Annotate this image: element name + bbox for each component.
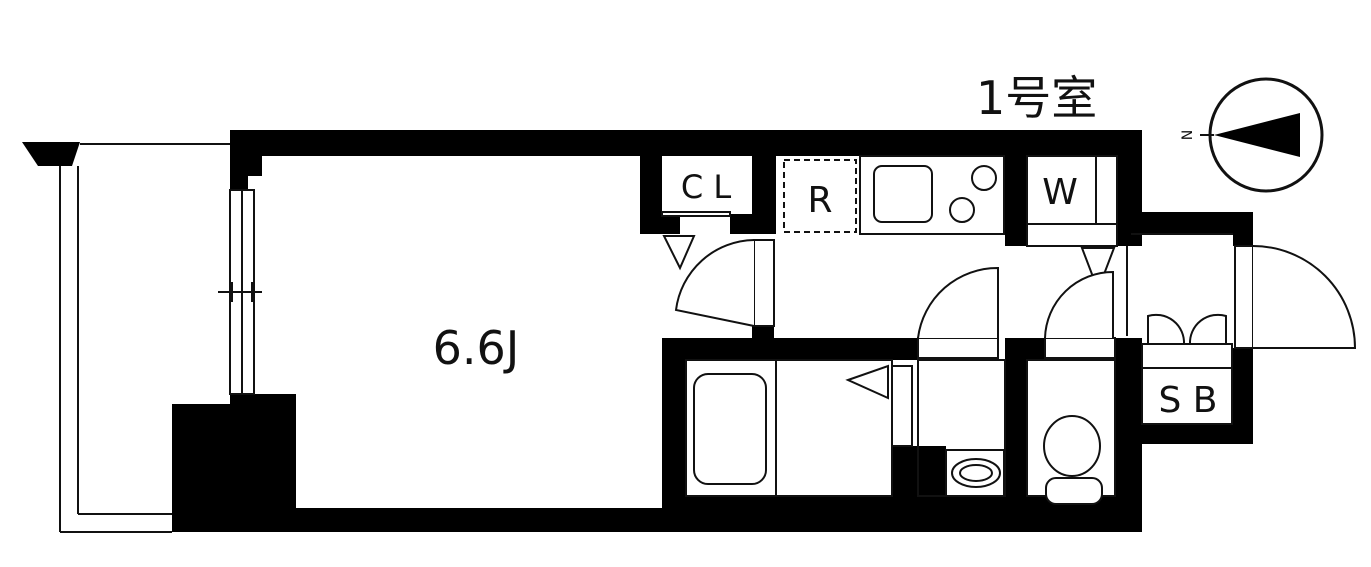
toilet-bowl-icon	[1043, 415, 1101, 477]
entrance	[1126, 233, 1233, 425]
compass: N	[1180, 77, 1324, 193]
washbasin-icon	[945, 449, 1005, 497]
washer-area	[1026, 155, 1118, 293]
shoe-box-door-icon	[1188, 313, 1227, 345]
kitchen-counter	[859, 155, 1005, 235]
shoe-box-door-icon	[1147, 313, 1186, 345]
washer-label: W	[1042, 172, 1078, 213]
balcony-cap	[22, 142, 80, 166]
main-room-door[interactable]	[674, 239, 775, 327]
washbasin-bowl-icon	[951, 458, 1001, 488]
stove-burner-icon	[949, 197, 975, 223]
unit-title: 1号室	[976, 71, 1097, 125]
toilet-room	[1026, 359, 1116, 505]
bathroom	[685, 359, 913, 497]
kitchen	[783, 155, 1005, 235]
stove-burner-icon	[971, 165, 997, 191]
entrance-door[interactable]	[1234, 245, 1357, 349]
window	[218, 189, 262, 395]
bathtub-icon	[693, 373, 767, 485]
north-arrow-icon	[1214, 113, 1300, 157]
closet	[661, 211, 731, 271]
bathroom-door[interactable]	[891, 365, 913, 447]
refrigerator-space	[783, 159, 857, 233]
sink-icon	[873, 165, 933, 223]
balcony	[22, 142, 230, 533]
washroom	[917, 359, 1006, 497]
washroom-door[interactable]	[917, 266, 999, 359]
closet-label: C L	[681, 168, 732, 206]
toilet-door[interactable]	[1044, 270, 1116, 359]
main-room-label: 6.6J	[433, 321, 520, 375]
toilet-tank-icon	[1045, 477, 1103, 505]
north-label: N	[1180, 130, 1196, 140]
refrigerator-label: R	[807, 180, 832, 221]
shoe-box-label: S B	[1159, 380, 1218, 421]
